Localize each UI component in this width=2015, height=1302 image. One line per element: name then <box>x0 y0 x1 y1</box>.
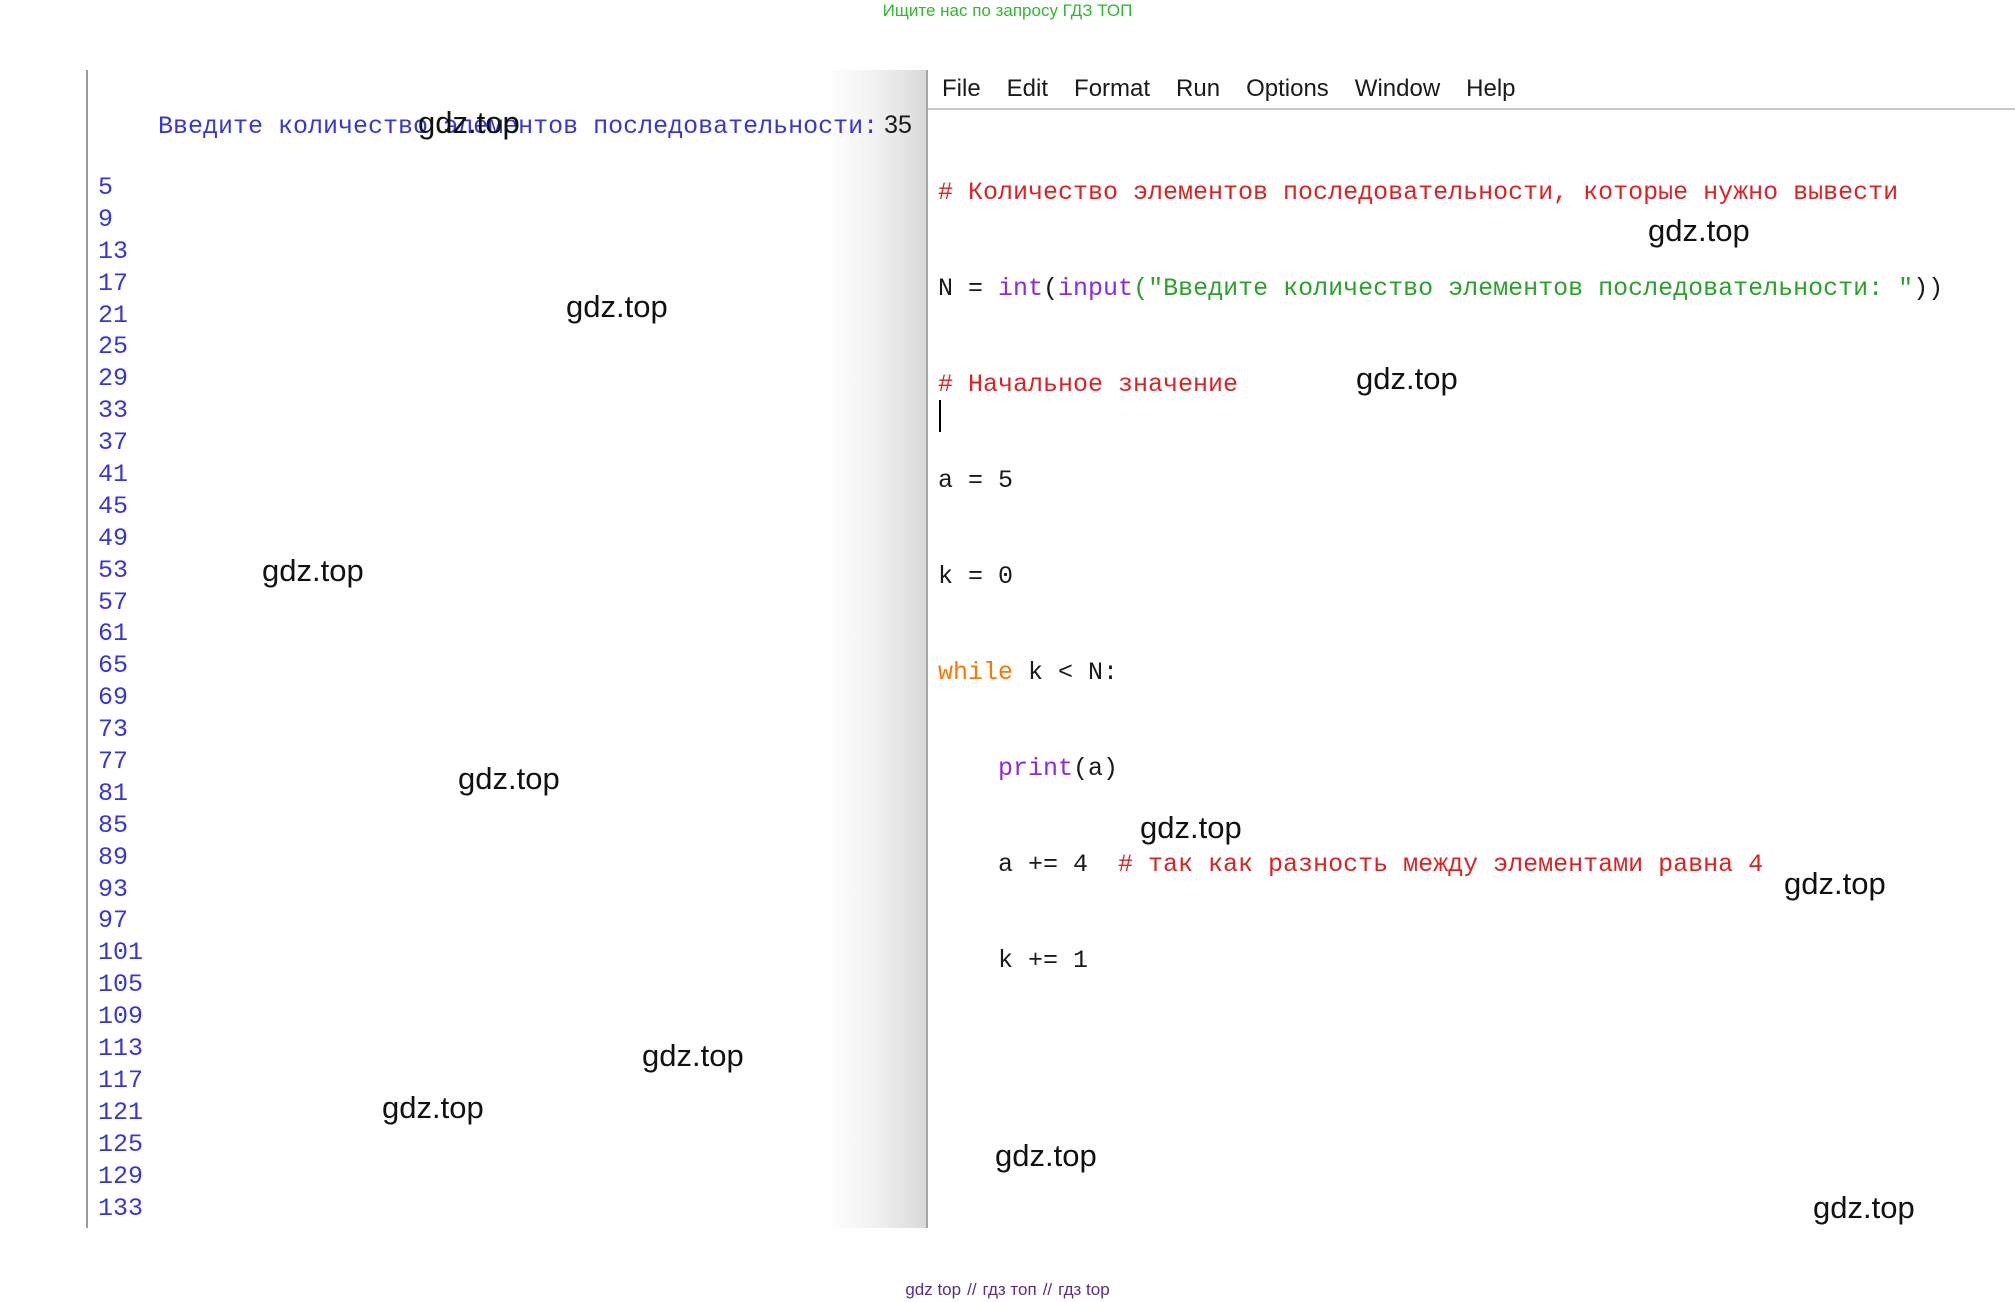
shell-output-line: 25 <box>98 332 129 362</box>
shell-output-line: 29 <box>98 364 129 394</box>
shell-output-line: 101 <box>98 938 144 968</box>
shell-output-line: 93 <box>98 874 129 904</box>
code-token: a += 4 <box>938 850 1119 879</box>
code-line-3: # Начальное значение <box>938 369 1943 401</box>
watermark-text: gdz.top <box>418 105 520 140</box>
builtin-token: print <box>998 754 1074 783</box>
shell-output-line: 109 <box>98 1002 144 1032</box>
watermark-text: gdz.top <box>995 1138 1097 1173</box>
code-line-5: k = 0 <box>938 561 1943 593</box>
code-token: )) <box>1913 274 1944 303</box>
shell-output-line: 13 <box>98 236 129 266</box>
code-token: ( <box>1043 274 1059 303</box>
shell-output-line: 121 <box>98 1097 144 1127</box>
watermark-text: gdz.top <box>1813 1190 1915 1225</box>
footer-part-1: gdz top <box>905 1280 962 1299</box>
menu-window[interactable]: Window <box>1354 75 1441 102</box>
shell-output-line: 113 <box>98 1034 144 1064</box>
watermark-text: gdz.top <box>262 553 364 588</box>
top-banner: Ищите нас по запросу ГДЗ ТОП <box>0 0 2015 22</box>
comment-token: # так как разность между элементами равн… <box>1118 850 1764 879</box>
code-line-6: while k < N: <box>938 657 1943 689</box>
menu-run[interactable]: Run <box>1176 75 1221 102</box>
shell-output-line: 53 <box>98 555 129 585</box>
code-line-9: k += 1 <box>938 945 1943 977</box>
shell-output-line: 125 <box>98 1129 144 1159</box>
code-line-4: a = 5 <box>938 465 1943 497</box>
watermark-text: gdz.top <box>1140 810 1242 845</box>
shell-output-line: 105 <box>98 970 144 1000</box>
string-token: ("Введите количество элементов последова… <box>1133 274 1914 303</box>
code-token: N = <box>938 274 999 303</box>
menu-edit[interactable]: Edit <box>1006 75 1049 102</box>
shell-output-line: 81 <box>98 778 129 808</box>
shell-prompt-text: Введите количество элементов последовате… <box>158 112 879 141</box>
code-line-1: # Количество элементов последовательност… <box>938 177 1943 209</box>
footer: gdz top // гдз топ // гдз top <box>0 1279 2015 1301</box>
shell-output-line: 89 <box>98 842 129 872</box>
footer-separator: // <box>1042 1280 1053 1299</box>
shell-output-line: 97 <box>98 906 129 936</box>
code-token: k += 1 <box>938 946 1089 975</box>
builtin-token: input <box>1058 274 1134 303</box>
shell-input-value: 35 <box>884 111 912 139</box>
watermark-text: gdz.top <box>458 761 560 796</box>
code-token: a = 5 <box>938 466 1014 495</box>
watermark-text: gdz.top <box>566 289 668 324</box>
comment-token: # Количество элементов последовательност… <box>938 178 1899 207</box>
shell-output-line: 69 <box>98 683 129 713</box>
shell-output-line: 57 <box>98 587 129 617</box>
shell-output-line: 33 <box>98 396 129 426</box>
shell-output-line: 17 <box>98 268 129 298</box>
shell-output-line: 129 <box>98 1161 144 1191</box>
code-line-7: print(a) <box>938 753 1943 785</box>
comment-token: # Начальное значение <box>938 370 1239 399</box>
code-line-2: N = int(input("Введите количество элемен… <box>938 273 1943 305</box>
editor-menubar: File Edit Format Run Options Window Help <box>928 70 2015 110</box>
footer-part-2: гдз топ <box>982 1280 1037 1299</box>
shell-output-line: 85 <box>98 810 129 840</box>
banner-text: Ищите нас по запросу ГДЗ ТОП <box>882 1 1133 20</box>
text-cursor <box>939 400 941 432</box>
shell-output-line: 133 <box>98 1193 144 1223</box>
shell-prompt-line: Введите количество элементов последовате… <box>98 74 912 178</box>
code-token: k < N: <box>1013 658 1119 687</box>
footer-part-3: гдз top <box>1058 1280 1110 1299</box>
shell-output-line: 77 <box>98 747 129 777</box>
shell-output-line: 9 <box>98 204 114 234</box>
watermark-text: gdz.top <box>1648 213 1750 248</box>
shell-output-line: 37 <box>98 428 129 458</box>
code-token: (a) <box>1073 754 1119 783</box>
shell-output-line: 65 <box>98 651 129 681</box>
code-area[interactable]: # Количество элементов последовательност… <box>938 113 1943 1041</box>
shell-output-line: 45 <box>98 491 129 521</box>
shell-output-line: 61 <box>98 619 129 649</box>
menu-options[interactable]: Options <box>1246 75 1329 102</box>
python-shell-window[interactable]: Введите количество элементов последовате… <box>86 70 926 1228</box>
code-token: k = 0 <box>938 562 1014 591</box>
builtin-token: int <box>998 274 1044 303</box>
watermark-text: gdz.top <box>1356 361 1458 396</box>
menu-file[interactable]: File <box>942 75 981 102</box>
shell-output-line: 117 <box>98 1065 144 1095</box>
indent-token <box>938 754 998 783</box>
shell-output-line: 137 <box>98 1224 143 1228</box>
watermark-text: gdz.top <box>382 1090 484 1125</box>
shell-output-line: 5 <box>98 173 114 202</box>
shell-output-line: 49 <box>98 523 129 553</box>
code-line-8: a += 4 # так как разность между элемента… <box>938 849 1943 881</box>
watermark-text: gdz.top <box>642 1038 744 1073</box>
watermark-text: gdz.top <box>1784 866 1886 901</box>
footer-separator: // <box>967 1280 977 1299</box>
idle-editor-window[interactable]: File Edit Format Run Options Window Help # Кол… <box>926 70 2015 1228</box>
shell-output-line: 41 <box>98 460 129 490</box>
keyword-token: while <box>938 658 1014 687</box>
menu-format[interactable]: Format <box>1074 75 1151 102</box>
shell-output-line: 21 <box>98 300 129 330</box>
menu-help[interactable]: Help <box>1466 75 1516 102</box>
shell-output-line: 73 <box>98 715 129 745</box>
